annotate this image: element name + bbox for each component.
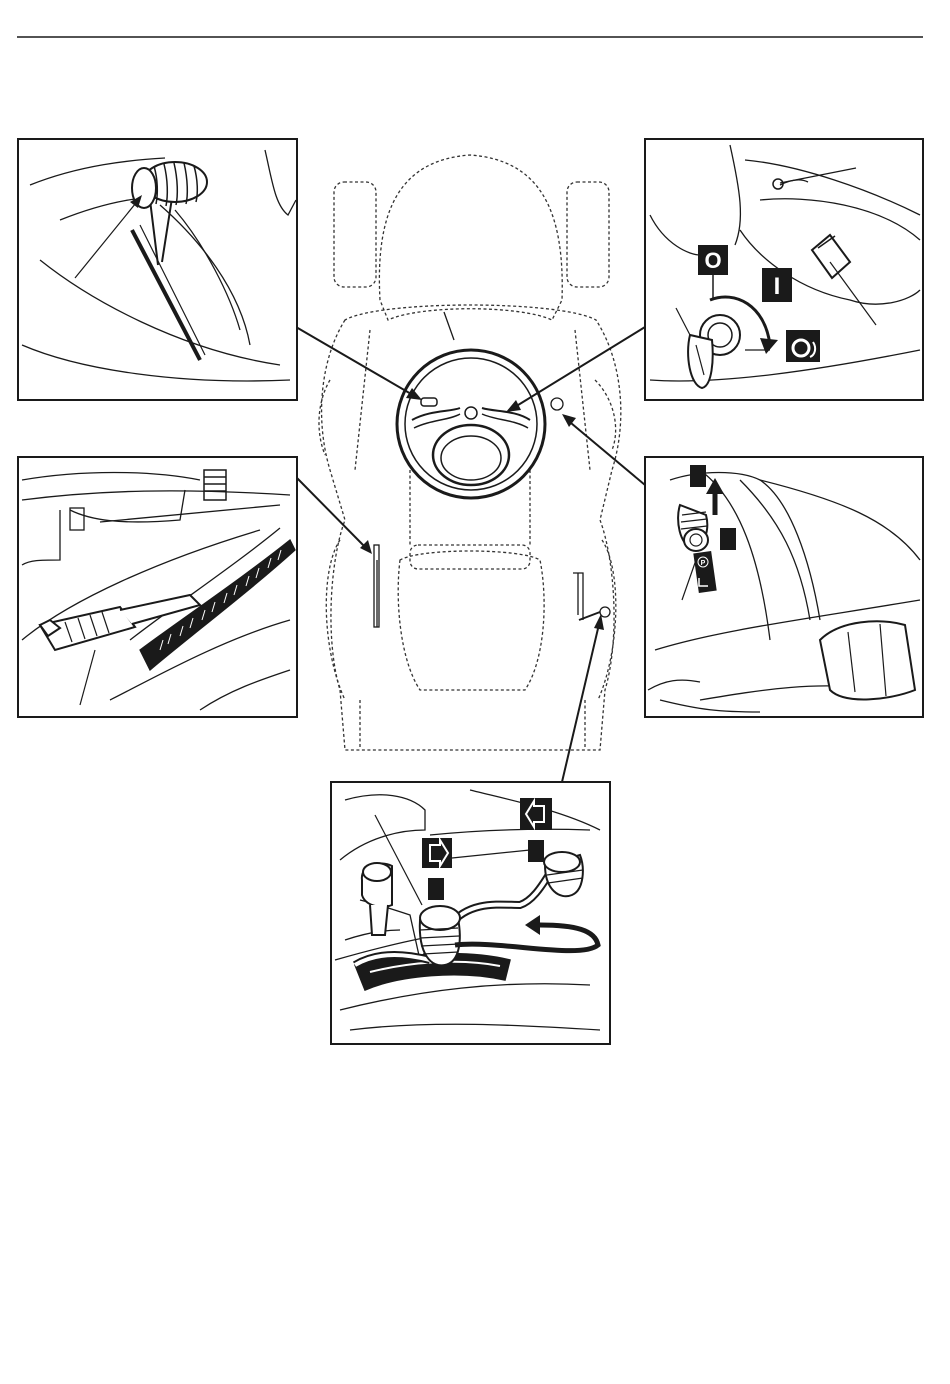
rear-left-fender — [326, 540, 345, 700]
body-outline — [322, 305, 621, 750]
steering-wheel-hub — [433, 425, 509, 485]
symbol-on: I — [762, 268, 792, 302]
marker-box-top — [690, 465, 706, 487]
symbol-start — [786, 330, 820, 362]
gear-main-knob — [420, 906, 460, 965]
panel-cutting-height-lever — [18, 457, 297, 717]
panel-ignition-switch: O I — [645, 139, 923, 400]
seat-outline — [398, 551, 544, 690]
symbol-reverse — [520, 798, 552, 830]
svg-text:P: P — [701, 560, 706, 567]
marker-forward — [428, 878, 444, 900]
throttle-knob-marker — [421, 398, 437, 406]
arrowhead-ignition — [506, 400, 521, 412]
svg-text:O: O — [704, 248, 721, 273]
rear-bumper — [360, 700, 585, 748]
leader-cutting-height — [296, 477, 368, 550]
gear-lever-marker — [573, 573, 583, 620]
symbol-off: O — [698, 245, 728, 275]
leader-gear — [562, 620, 600, 782]
throttle-knob — [132, 162, 207, 208]
leader-lines — [296, 327, 645, 782]
hood-outline — [379, 155, 562, 320]
arrowhead-height — [360, 540, 372, 554]
symbol-forward — [422, 838, 452, 868]
panel-parking-brake: P — [645, 457, 923, 717]
leader-ignition — [510, 327, 645, 410]
leader-throttle — [296, 327, 418, 398]
svg-text:I: I — [774, 273, 781, 300]
marker-box-bottom — [720, 528, 736, 550]
ignition-marker — [551, 398, 563, 410]
marker-reverse — [528, 840, 544, 862]
leader-parking-brake — [565, 418, 645, 485]
panel-throttle-control — [18, 139, 297, 400]
front-left-wheel — [334, 182, 376, 287]
seat-back — [410, 545, 530, 569]
tractor-top-view-outline — [319, 155, 621, 750]
front-right-wheel — [567, 182, 609, 287]
brake-pedal — [820, 621, 915, 699]
panel-gear-lever — [331, 782, 610, 1044]
center-markers — [374, 312, 610, 627]
steering-wheel — [397, 350, 545, 498]
